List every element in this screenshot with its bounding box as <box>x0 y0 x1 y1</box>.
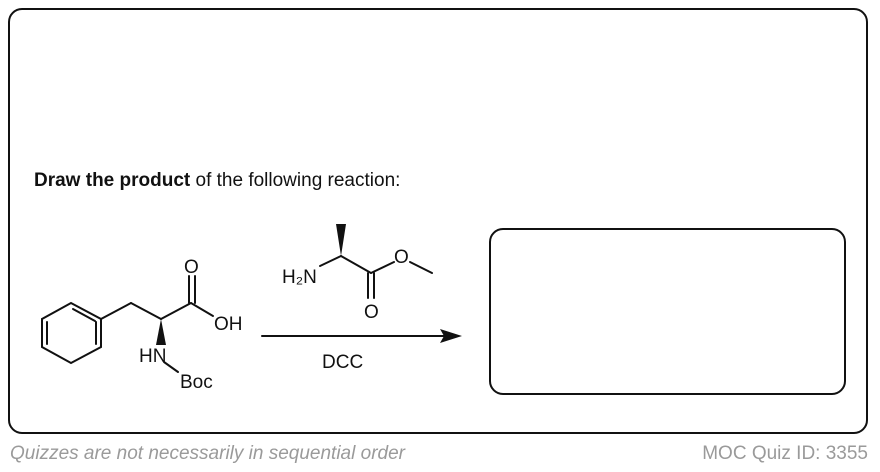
carbonyl-oxygen-label: O <box>184 257 199 278</box>
starting-material: O OH HN Boc <box>41 257 243 393</box>
stereo-wedge <box>156 319 166 345</box>
hydroxyl-label: OH <box>214 314 243 335</box>
question-prompt: Draw the product of the following reacti… <box>34 170 400 192</box>
reagent-amine: H₂N O O <box>282 224 433 323</box>
reagent-amine-label: H₂N <box>282 267 317 288</box>
arrow-reagent-label: DCC <box>322 352 363 373</box>
benzene-ring <box>41 301 102 365</box>
question-bold: Draw the product <box>34 170 191 191</box>
reagent-carbonyl-label: O <box>364 302 379 323</box>
boc-label: Boc <box>180 372 213 393</box>
answer-box[interactable] <box>489 228 846 395</box>
question-rest: of the following reaction: <box>190 170 401 191</box>
amine-label: HN <box>139 346 166 367</box>
reaction-arrow: DCC <box>261 329 462 373</box>
ester-oxygen-label: O <box>394 247 409 268</box>
quiz-id: MOC Quiz ID: 3355 <box>702 443 868 464</box>
stereo-wedge-reagent <box>336 224 346 256</box>
footer-note: Quizzes are not necessarily in sequentia… <box>10 443 405 464</box>
